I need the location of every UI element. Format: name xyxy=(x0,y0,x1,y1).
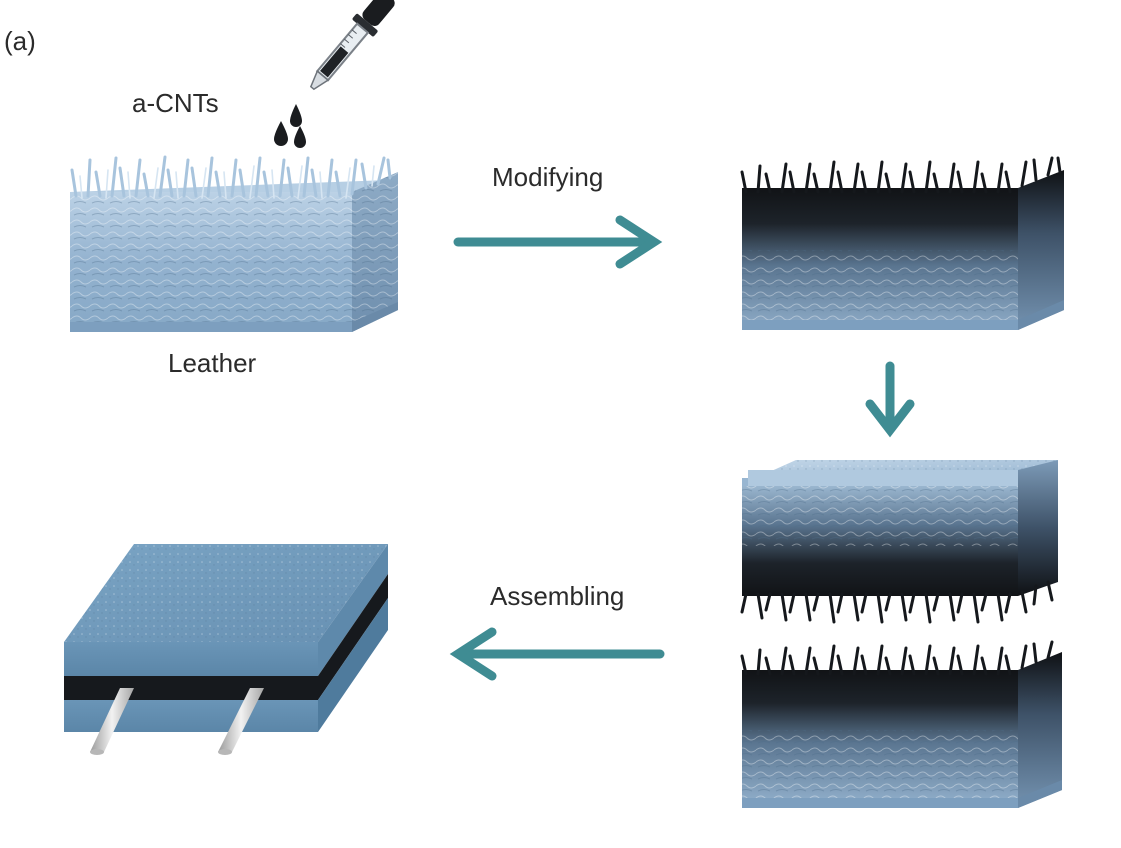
droplet-icon xyxy=(274,104,306,148)
assembling-step-label: Assembling xyxy=(490,581,625,611)
cnt-label: a-CNTs xyxy=(132,88,219,118)
panel-label: (a) xyxy=(4,26,36,56)
lower-layer-block xyxy=(740,640,1062,808)
modifying-step-label: Modifying xyxy=(492,162,604,192)
electrode-wire xyxy=(90,688,134,755)
assembled-sensor-device xyxy=(64,544,388,755)
leather-block xyxy=(70,155,398,332)
arrow-down-icon xyxy=(865,361,915,438)
arrow-left-icon xyxy=(449,627,665,681)
electrode-wire xyxy=(218,688,264,755)
modified-leather-block xyxy=(740,156,1064,330)
arrow-right-icon xyxy=(453,215,663,269)
dropper-icon xyxy=(309,0,395,91)
leather-label: Leather xyxy=(168,348,257,378)
upper-layer-block xyxy=(740,460,1058,624)
